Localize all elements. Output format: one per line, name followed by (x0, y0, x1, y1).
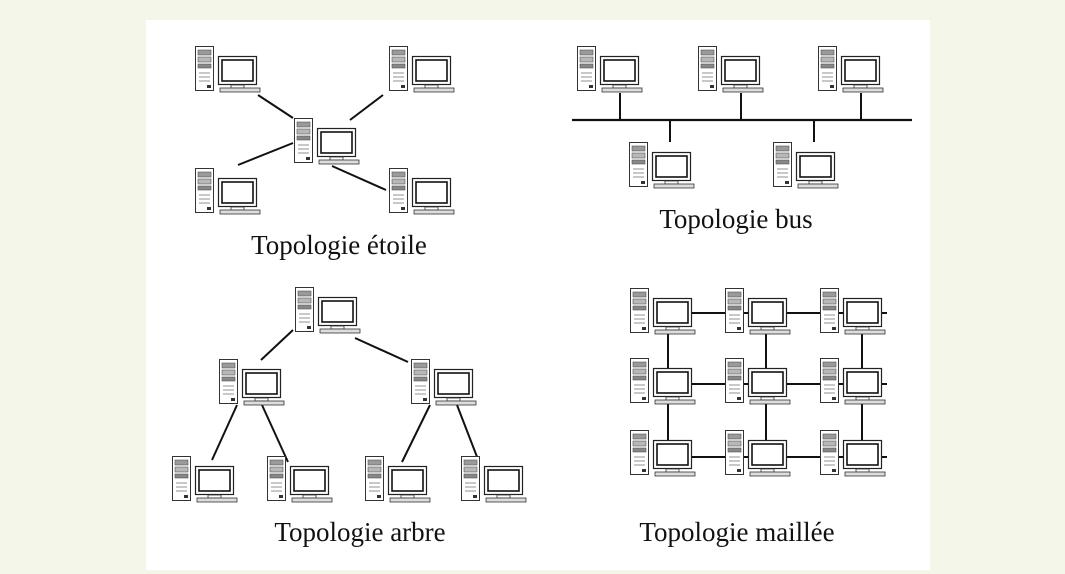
bus-node-computer-icon (697, 45, 764, 93)
mesh-node-computer-icon (629, 429, 696, 477)
tree-root-computer-icon (294, 286, 361, 334)
caption-mesh-topology: Topologie maillée (639, 517, 835, 547)
bus-node-computer-icon (817, 45, 884, 93)
star-link (237, 142, 294, 166)
mesh-node-computer-icon (724, 287, 791, 335)
tree-link (211, 404, 238, 461)
caption-tree-topology: Topologie arbre (274, 517, 446, 547)
tree-leaf-computer-icon (171, 455, 238, 503)
mesh-node-computer-icon (629, 357, 696, 405)
star-node-computer-icon (194, 45, 261, 93)
star-link (257, 94, 294, 119)
bus-node-computer-icon (628, 141, 695, 189)
star-link (349, 94, 384, 121)
tree-leaf-computer-icon (266, 455, 333, 503)
mesh-node-computer-icon (724, 357, 791, 405)
tree-link (401, 404, 431, 463)
tree-link (261, 404, 289, 463)
bus-node-computer-icon (772, 141, 839, 189)
mesh-node-computer-icon (724, 429, 791, 477)
star-node-computer-icon (388, 45, 455, 93)
caption-star-topology: Topologie étoile (251, 230, 427, 260)
tree-leaf-computer-icon (460, 455, 527, 503)
mesh-node-computer-icon (819, 357, 886, 405)
star-hub-computer-icon (293, 117, 360, 165)
mesh-node-computer-icon (629, 287, 696, 335)
mesh-node-computer-icon (819, 287, 886, 335)
caption-bus-topology: Topologie bus (659, 204, 813, 234)
bus-node-computer-icon (576, 45, 643, 93)
star-link (331, 165, 387, 191)
mesh-node-computer-icon (819, 429, 886, 477)
star-node-computer-icon (194, 167, 261, 215)
tree-branch-computer-icon (410, 358, 477, 406)
tree-link (354, 337, 409, 363)
tree-branch-computer-icon (218, 358, 285, 406)
tree-leaf-computer-icon (364, 455, 431, 503)
tree-link (456, 404, 480, 463)
tree-link (260, 329, 294, 361)
star-node-computer-icon (388, 167, 455, 215)
